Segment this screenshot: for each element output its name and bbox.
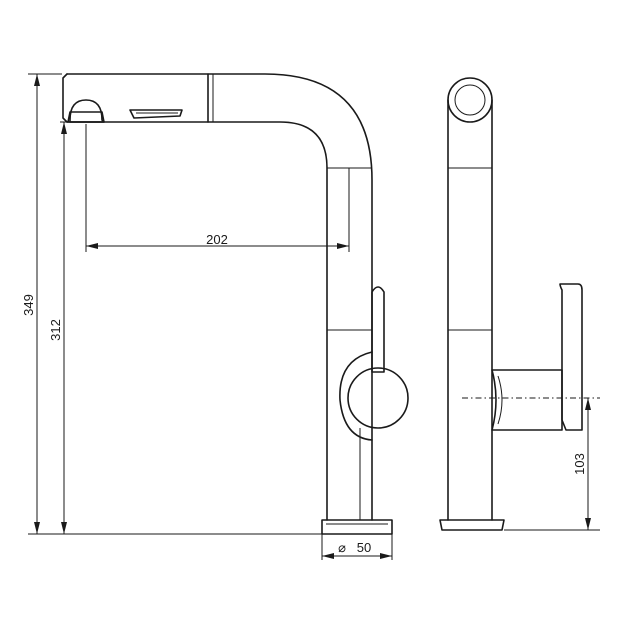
dim-103-arrow-top: [585, 398, 591, 410]
dim-202-arrow-right: [337, 243, 349, 249]
front-view: [62, 73, 409, 535]
spout-inner-contour: [66, 121, 328, 521]
side-base: [439, 519, 505, 531]
dim-202-label: 202: [206, 232, 228, 247]
dim-312-label: 312: [48, 319, 63, 341]
dimensions: 349 312 202 ⌀ 50 103: [21, 73, 600, 560]
dim-202-arrow-left: [86, 243, 98, 249]
dim-103-label: 103: [572, 453, 587, 475]
side-hub-curve: [497, 375, 503, 425]
spout-end: [62, 73, 68, 123]
side-view: [439, 77, 583, 531]
dim-312-arrow-bottom: [61, 522, 67, 534]
dim-349-label: 349: [21, 294, 36, 316]
spray-button: [129, 109, 183, 119]
hub-housing: [339, 351, 373, 441]
dim-50-arrow-right: [380, 553, 392, 559]
spout-outer-contour: [66, 73, 373, 521]
dim-349-arrow-top: [34, 74, 40, 86]
dim-50-label: 50: [357, 540, 371, 555]
base-plate: [321, 519, 393, 535]
side-hub: [491, 369, 563, 431]
spout-top-inner: [454, 84, 486, 116]
dim-103-arrow-bottom: [585, 518, 591, 530]
dim-312-arrow-top: [61, 122, 67, 134]
side-lever-plate: [559, 283, 583, 431]
lever-hub: [347, 367, 409, 429]
spray-head-aerator: [69, 99, 105, 123]
diameter-symbol: ⌀: [338, 540, 346, 555]
dim-349-arrow-bottom: [34, 522, 40, 534]
spray-nozzle: [67, 111, 105, 123]
lever-handle: [371, 286, 385, 373]
dim-50-arrow-left: [322, 553, 334, 559]
